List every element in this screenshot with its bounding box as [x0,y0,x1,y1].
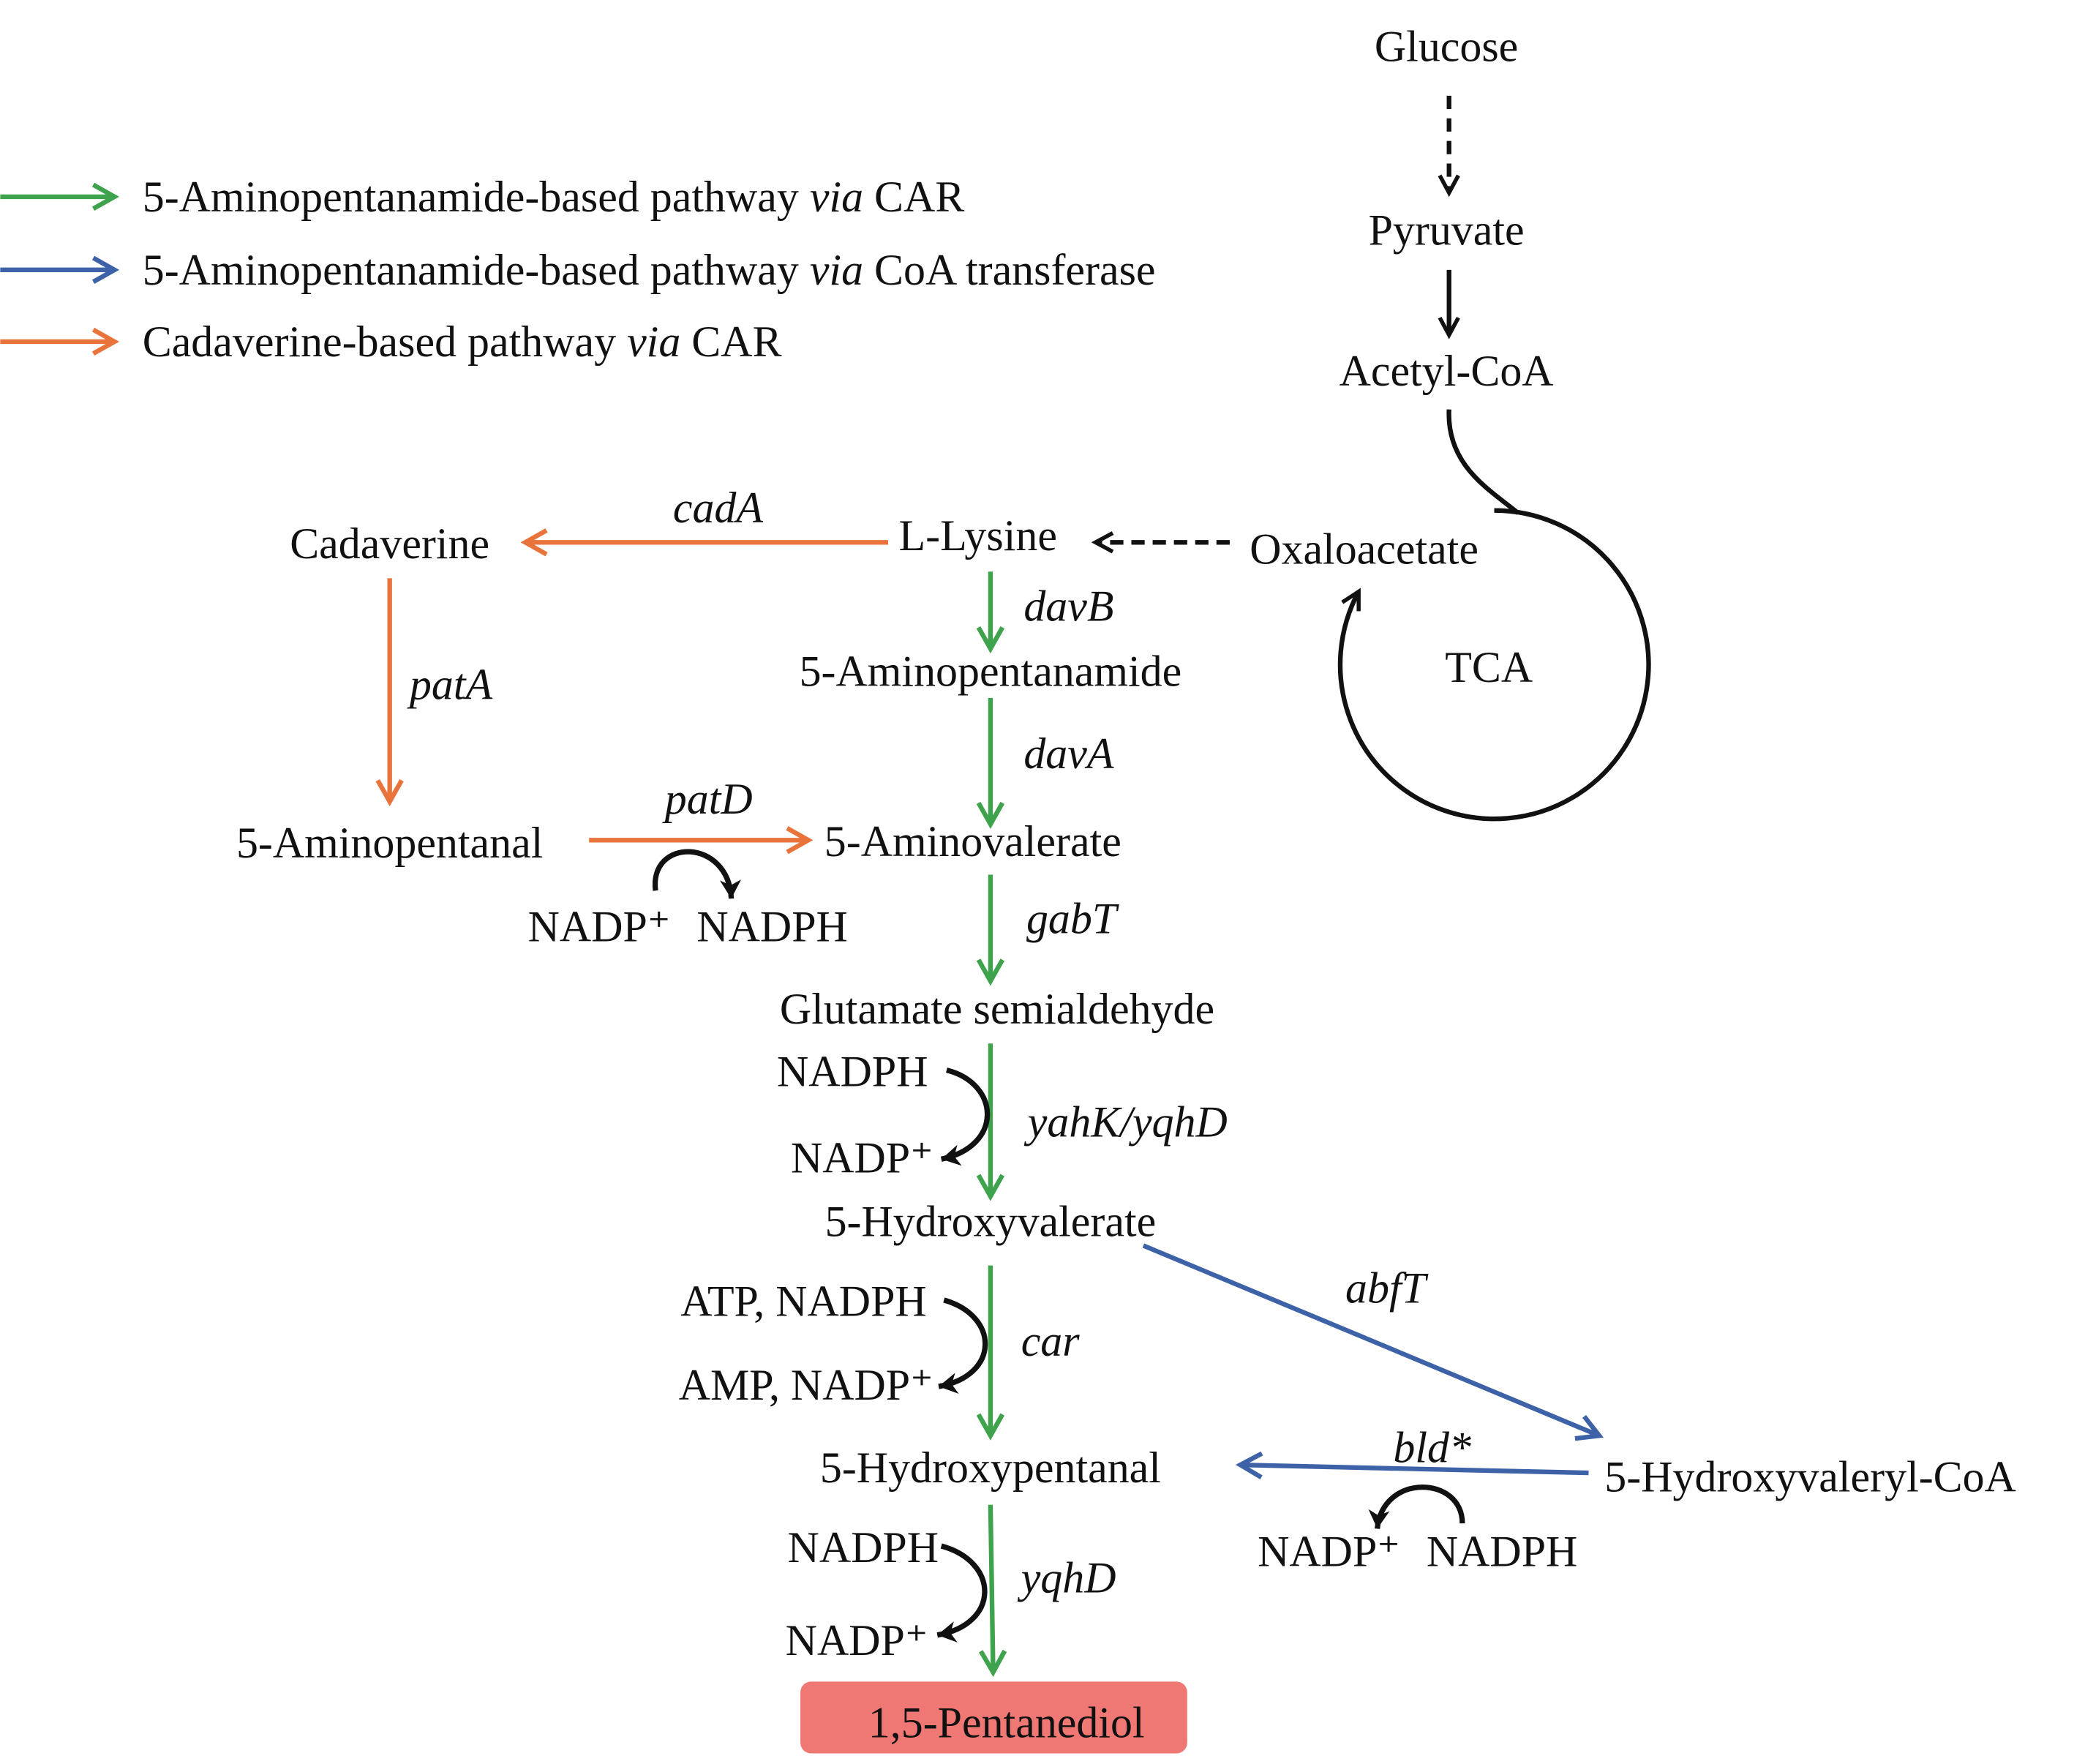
legend: 5-Aminopentanamide-based pathway via CAR… [0,173,1156,366]
cofactor-nadph: NADPH [696,902,847,950]
cofactor-arrow-yahk [940,1067,991,1166]
cofactor-arrow-bld [1368,1485,1465,1529]
product-box [800,1681,1187,1754]
metabolite-glucose: Glucose [1375,23,1518,71]
arrow-hydroxyvaleryl-coa-hydroxypentanal [1235,1451,1589,1479]
enzyme-yqhd: yqhD [1018,1554,1116,1602]
cofactor-arrow-patd [653,849,742,899]
metabolite-5-hydroxypentanal: 5-Hydroxypentanal [820,1444,1161,1492]
metabolite-5-hydroxyvalerate: 5-Hydroxyvalerate [825,1198,1157,1246]
legend-label-coa-transferase: 5-Aminopentanamide-based pathway via CoA… [143,246,1156,294]
metabolite-glutamate-semialdehyde: Glutamate semialdehyde [780,985,1214,1033]
metabolite-oxaloacetate: Oxaloacetate [1250,525,1479,573]
enzyme-davb: davB [1023,582,1113,630]
enzyme-gabt: gabT [1026,894,1119,942]
metabolite-cadaverine: Cadaverine [290,519,489,568]
legend-label-car: 5-Aminopentanamide-based pathway via CAR [143,173,965,221]
cofactor-nadph-yahk: NADPH [777,1047,928,1095]
cofactor-nadp-yqhd: NADP⁺ [786,1616,928,1664]
enzyme-car: car [1021,1317,1081,1365]
metabolite-5-aminopentanal: 5-Aminopentanal [236,819,543,867]
cofactor-nadph-yqhd: NADPH [788,1523,939,1572]
metabolite-pyruvate: Pyruvate [1369,206,1525,254]
cofactor-nadp: NADP⁺ [528,902,671,950]
metabolite-l-lysine: L-Lysine [899,511,1057,560]
arrow-hydroxypentanal-pentanediol [978,1504,1007,1678]
enzyme-patd: patD [662,775,753,823]
enzyme-cada: cadA [673,484,764,532]
enzyme-bld: bld* [1393,1424,1471,1472]
enzyme-dava: davA [1023,729,1114,778]
cofactor-atp-nadph: ATP, NADPH [680,1277,926,1326]
legend-label-cadaverine: Cadaverine-based pathway via CAR [143,318,782,366]
tca-cycle-arrow [1337,508,1651,822]
arrow-acetyl-coa-tca [1446,409,1520,515]
cofactor-arrow-car [938,1297,988,1394]
metabolite-5-aminopentanamide: 5-Aminopentanamide [800,648,1182,696]
cofactor-nadp-bld: NADP⁺ [1258,1527,1400,1575]
metabolite-5-hydroxyvaleryl-coa: 5-Hydroxyvaleryl-CoA [1604,1453,2016,1501]
metabolite-acetyl-coa: Acetyl-CoA [1340,347,1554,395]
arrow-hydroxyvalerate-hydroxyvaleryl-coa [1142,1243,1604,1441]
enzyme-pata: patA [407,661,493,709]
enzyme-abft: abfT [1345,1264,1429,1313]
enzyme-yahk-yqhd: yahK/yqhD [1024,1097,1228,1146]
metabolite-5-aminovalerate: 5-Aminovalerate [824,817,1121,866]
cofactor-arrow-yqhd [936,1543,988,1643]
cofactor-nadph-bld: NADPH [1427,1527,1577,1575]
cofactor-amp-nadp: AMP, NADP⁺ [679,1361,933,1409]
cofactor-nadp-yahk: NADP⁺ [791,1133,933,1182]
label-tca: TCA [1445,643,1533,691]
metabolite-1-5-pentanediol: 1,5-Pentanediol [868,1699,1145,1747]
